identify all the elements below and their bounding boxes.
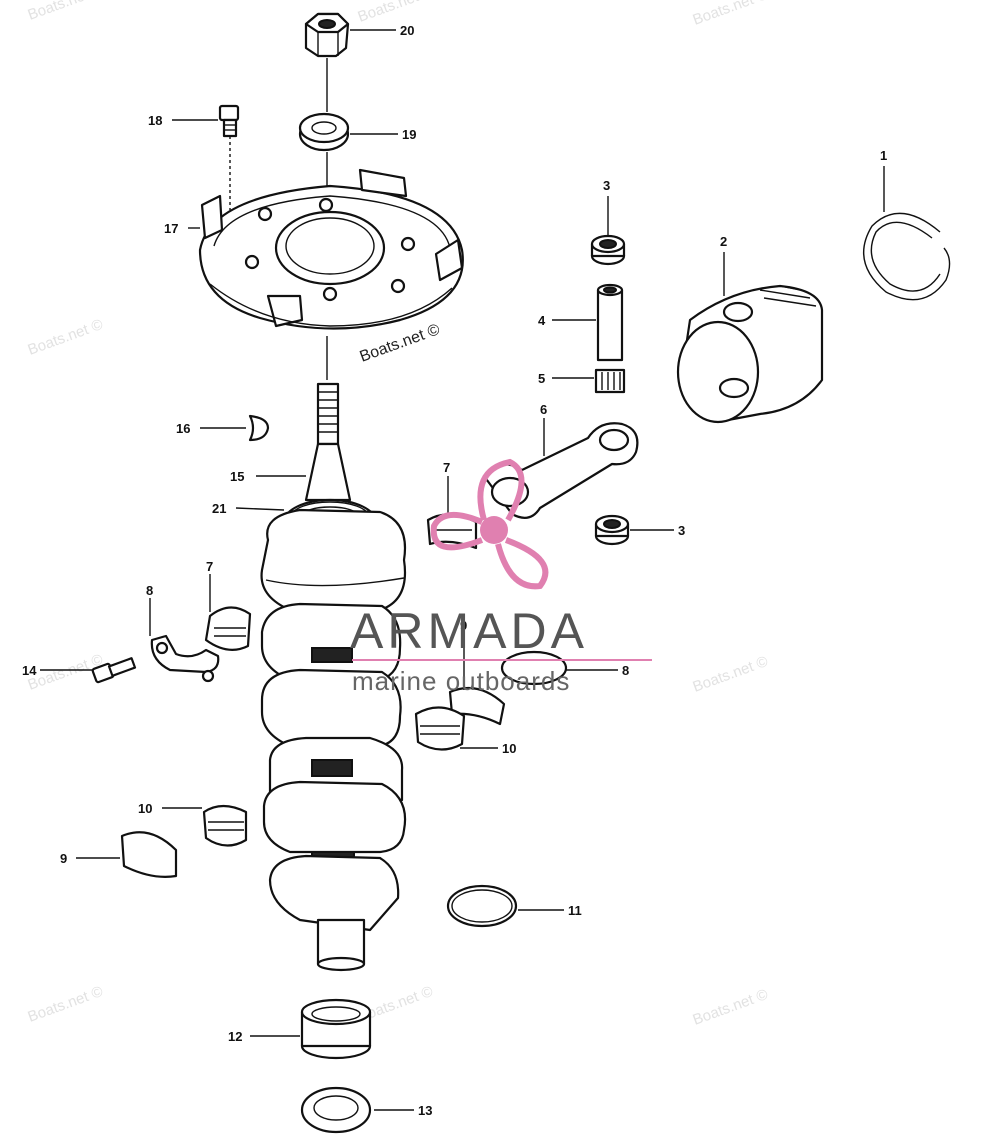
- callout-12: 12: [228, 1029, 242, 1044]
- part-18-bolt: [218, 104, 240, 210]
- part-3-bushing-upper: [590, 234, 626, 266]
- callout-labels: 20 19 18 17 1 2 3 4 5 6 7 3 16 15 21 7 8…: [22, 23, 887, 1118]
- part-10-needle-cage-left: [202, 804, 248, 847]
- callout-8-left: 8: [146, 583, 153, 598]
- part-12-roller-bearing: [300, 998, 372, 1060]
- part-13-seal: [300, 1086, 372, 1134]
- part-20-nut: [304, 12, 350, 58]
- armada-logo: ARMADA marine outboards: [350, 458, 652, 696]
- callout-2: 2: [720, 234, 727, 249]
- watermark: Boats.net ©: [691, 0, 771, 29]
- callout-17: 17: [164, 221, 178, 236]
- watermark: Boats.net ©: [356, 0, 436, 26]
- callout-10-center: 10: [502, 741, 516, 756]
- callout-5: 5: [538, 371, 545, 386]
- watermark: Boats.net ©: [26, 316, 106, 359]
- callout-3-lower: 3: [678, 523, 685, 538]
- part-11-ring: [446, 884, 518, 928]
- part-17-bearing-housing: [198, 168, 464, 330]
- callout-10-left: 10: [138, 801, 152, 816]
- watermark: Boats.net ©: [691, 986, 771, 1029]
- callout-9-center: 9: [460, 618, 467, 633]
- callout-3-upper: 3: [603, 178, 610, 193]
- part-14-bolt: [91, 657, 137, 684]
- propeller-logo-icon: [430, 458, 549, 590]
- part-3-bushing-lower: [594, 514, 630, 546]
- callout-7-right: 7: [443, 460, 450, 475]
- callout-4: 4: [538, 313, 546, 328]
- background-watermarks: Boats.net © Boats.net © Boats.net © Boat…: [26, 0, 771, 1029]
- callout-6: 6: [540, 402, 547, 417]
- callout-8-right: 8: [622, 663, 629, 678]
- part-16-key: [248, 414, 270, 442]
- leader-lines: [40, 29, 885, 1111]
- callout-11: 11: [568, 903, 582, 918]
- callout-7-left: 7: [206, 559, 213, 574]
- watermark-dark: Boats.net ©: [358, 321, 443, 366]
- callout-19: 19: [402, 127, 416, 142]
- callout-1: 1: [880, 148, 887, 163]
- part-2-piston: [676, 284, 824, 424]
- callout-15: 15: [230, 469, 244, 484]
- logo-wordmark: ARMADA: [350, 603, 588, 659]
- part-7-needle-cage-left: [204, 606, 252, 651]
- watermark: Boats.net ©: [26, 983, 106, 1026]
- part-1-piston-ring: [862, 212, 951, 301]
- callout-9-left: 9: [60, 851, 67, 866]
- callout-20: 20: [400, 23, 414, 38]
- part-5-needle-bearing: [594, 368, 626, 394]
- part-9-bearing-race-left: [120, 831, 178, 878]
- callout-14: 14: [22, 663, 37, 678]
- callout-16: 16: [176, 421, 190, 436]
- part-8-cage-left: [150, 634, 220, 683]
- part-4-piston-pin: [596, 283, 624, 362]
- part-6-connecting-rod: [482, 422, 639, 519]
- watermark: Boats.net ©: [26, 0, 106, 24]
- callout-13: 13: [418, 1103, 432, 1118]
- part-19-washer: [298, 112, 350, 152]
- callout-21: 21: [212, 501, 226, 516]
- watermark: Boats.net ©: [691, 653, 771, 696]
- callout-18: 18: [148, 113, 162, 128]
- logo-tagline: marine outboards: [352, 666, 570, 696]
- part-10-needle-cage-center: [414, 706, 466, 751]
